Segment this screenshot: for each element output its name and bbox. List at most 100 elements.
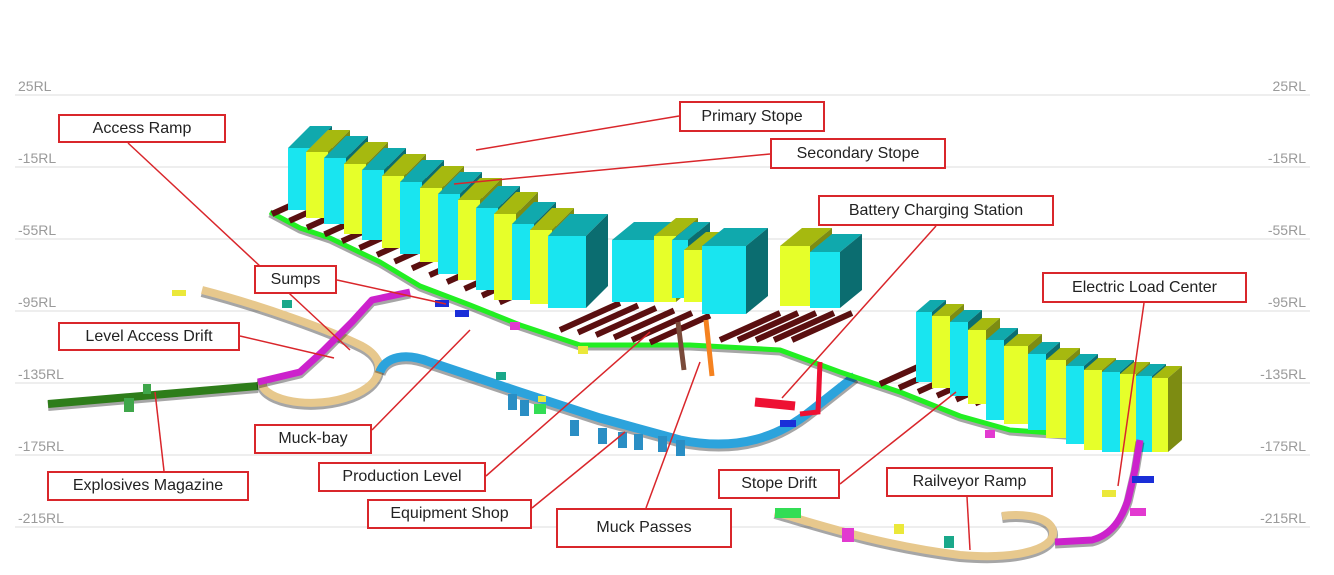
callout-stope-drift: Stope Drift: [718, 469, 840, 499]
magazine-bay: [143, 384, 151, 394]
stope-block: [1102, 372, 1120, 452]
callout-leader-line: [781, 225, 937, 399]
stope-block: [324, 158, 346, 224]
stope-block: [344, 164, 366, 234]
stope-block-top: [1102, 360, 1134, 372]
stope-block: [1046, 360, 1066, 438]
rl-label-right: -215RL: [1260, 510, 1306, 526]
stope-block: [548, 236, 586, 308]
callout-leader-line: [531, 431, 626, 509]
stope-block-top: [548, 214, 608, 236]
stope-block: [1136, 376, 1152, 452]
muck-pass: [703, 319, 715, 377]
stope-block: [1004, 346, 1028, 424]
stope-block: [916, 312, 932, 382]
railveyor-connector: [1054, 439, 1144, 546]
stope-drift: [754, 310, 818, 343]
stope-block-top: [968, 318, 1000, 330]
callout-muck-bay: Muck-bay: [254, 424, 372, 454]
equipment-shop-bay: [508, 394, 517, 410]
equipment-marker: [894, 524, 904, 534]
stope-block: [420, 188, 442, 262]
stope-block-top: [362, 148, 406, 170]
callout-leader-line: [485, 331, 651, 477]
callout-leader-line: [839, 391, 957, 485]
rl-label-left: 25RL: [18, 78, 52, 94]
callout-railveyor-ramp: Railveyor Ramp: [886, 467, 1053, 497]
callout-battery-charging-station: Battery Charging Station: [818, 195, 1054, 226]
callout-leader-line: [336, 279, 447, 305]
callout-explosives-magazine: Explosives Magazine: [47, 471, 249, 501]
mine-3d-model: [47, 126, 1182, 564]
callout-leader-line: [966, 496, 971, 551]
stope-block-top: [1152, 366, 1182, 378]
stope-block: [1066, 366, 1084, 444]
equipment-marker: [172, 290, 186, 296]
stope-block-top: [288, 126, 332, 148]
stope-block: [476, 208, 498, 290]
stope-block: [362, 170, 384, 240]
stope-block-top: [306, 130, 350, 152]
stope-block: [438, 194, 460, 274]
callout-primary-stope: Primary Stope: [679, 101, 825, 132]
callout-sumps: Sumps: [254, 265, 337, 294]
production-level: [268, 209, 1151, 443]
stope-block-top: [1046, 348, 1080, 360]
stope-drift: [736, 310, 800, 343]
battery-charging-station: [754, 397, 796, 411]
rl-label-left: -215RL: [18, 510, 64, 526]
stope-block: [382, 176, 404, 248]
callout-equipment-shop: Equipment Shop: [367, 499, 532, 529]
stope-block-top: [494, 192, 538, 214]
stope-block-top: [1004, 334, 1042, 346]
equipment-marker: [780, 420, 796, 427]
callout-access-ramp: Access Ramp: [58, 114, 226, 143]
stope-block-top: [1028, 342, 1060, 354]
callout-leader-line: [371, 329, 471, 431]
callout-level-access-drift: Level Access Drift: [58, 322, 240, 351]
equipment-marker: [1102, 490, 1116, 497]
stope-block-top: [780, 228, 832, 246]
stope-block: [968, 330, 986, 404]
explosives-magazine-drift: [47, 382, 259, 408]
stope-block-top: [420, 166, 464, 188]
stope-block: [1028, 354, 1046, 430]
equipment-shop-bay: [570, 420, 579, 436]
callout-leader-line: [453, 153, 771, 185]
rl-label-right: -55RL: [1267, 222, 1306, 238]
rl-label-right: 25RL: [1272, 78, 1306, 94]
stope-block: [950, 322, 968, 396]
stope-block-top: [1084, 358, 1116, 370]
callout-leader-line: [475, 115, 680, 151]
equipment-shop-bay: [658, 436, 667, 452]
stope-block: [1084, 370, 1102, 450]
stope-block: [810, 252, 840, 308]
equipment-marker: [534, 404, 546, 414]
equipment-marker: [455, 310, 469, 317]
magazine-bay: [124, 398, 134, 412]
stope-block: [780, 246, 810, 306]
equipment-marker: [985, 430, 995, 438]
stope-block-top: [654, 218, 698, 236]
stope-drift: [790, 310, 854, 343]
callout-leader-line: [1117, 302, 1145, 487]
stope-block-top: [986, 328, 1018, 340]
stope-block: [702, 246, 746, 314]
stope-block-top: [458, 178, 502, 200]
stope-drift: [630, 310, 694, 343]
stope-block-side: [746, 228, 768, 314]
callout-production-level: Production Level: [318, 462, 486, 492]
callout-leader-lines: [127, 115, 1145, 551]
rl-label-left: -175RL: [18, 438, 64, 454]
stope-block-top: [1136, 364, 1166, 376]
callout-leader-line: [154, 391, 165, 472]
stope-block: [494, 214, 516, 300]
rl-label-right: -15RL: [1267, 150, 1306, 166]
stope-block-top: [344, 142, 388, 164]
stope-drift: [594, 305, 658, 338]
muck-pass: [675, 321, 687, 371]
stope-block-top: [612, 222, 676, 240]
equipment-marker: [510, 322, 520, 330]
stope-drift: [612, 307, 676, 341]
